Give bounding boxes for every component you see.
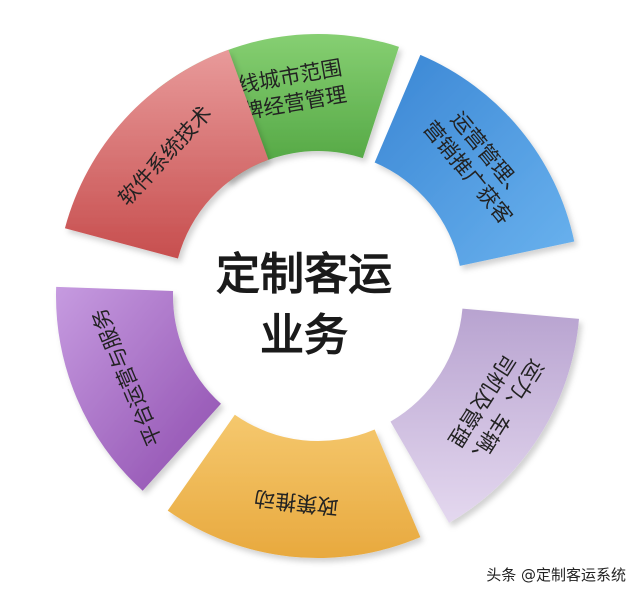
ring-segment-software: [64, 49, 269, 259]
center-title-line2: 业务: [260, 310, 348, 361]
ring-segment-policy: [167, 414, 421, 558]
center-title-line1: 定制客运: [216, 249, 392, 300]
ring-segment-capacity: [390, 308, 580, 523]
watermark: 头条 @定制客运系统: [486, 566, 626, 584]
center-label: 定制客运 业务: [216, 249, 392, 361]
ring-segment-platform: [56, 286, 221, 491]
ring-segment-ops: [374, 54, 575, 266]
